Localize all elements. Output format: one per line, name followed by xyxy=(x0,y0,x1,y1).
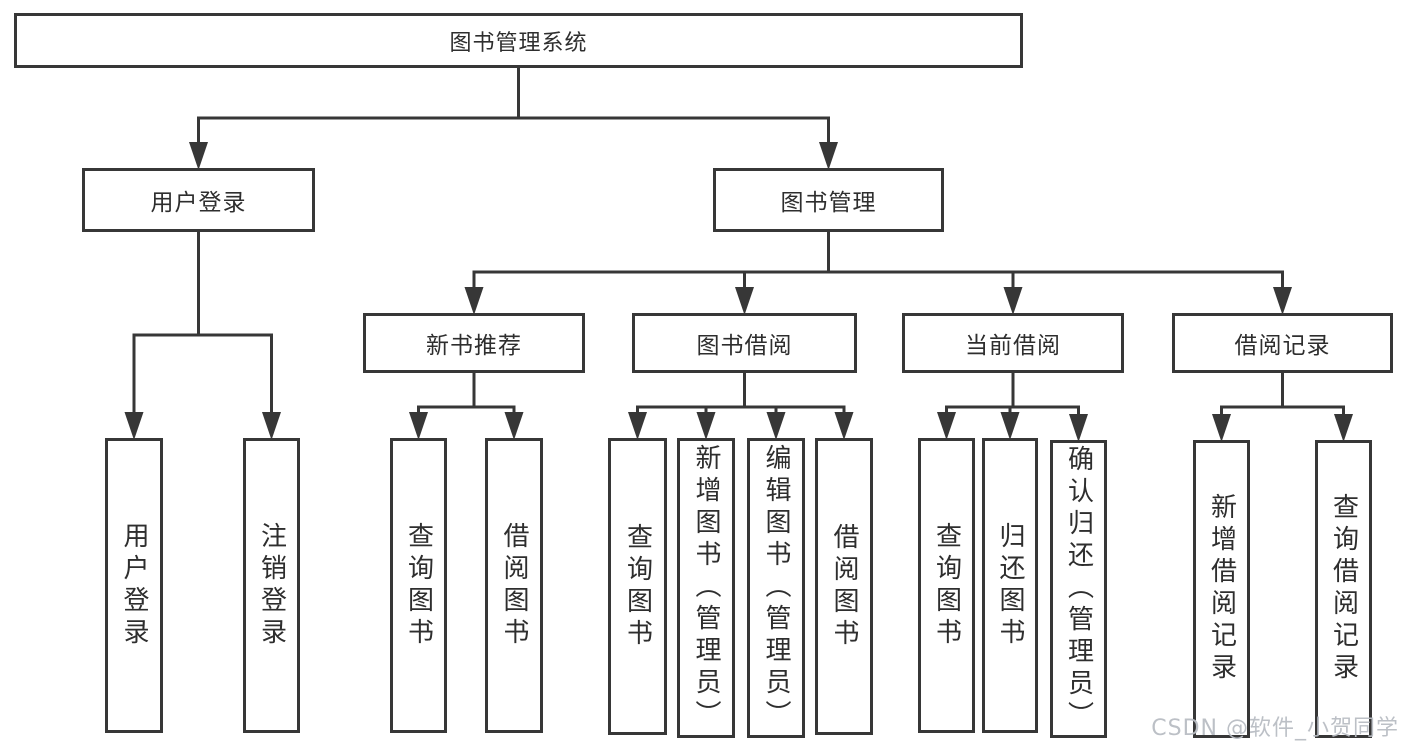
node-do-login: 用户登录 xyxy=(105,438,163,733)
node-label-bb-add: 新增图书（管理员） xyxy=(691,444,721,732)
node-br-query: 查询借阅记录 xyxy=(1315,440,1372,738)
node-label-nbr-query: 查询图书 xyxy=(403,521,434,650)
node-label-cb-return: 归还图书 xyxy=(995,521,1025,650)
node-label-bb-query: 查询图书 xyxy=(622,522,653,651)
node-cb-query: 查询图书 xyxy=(918,438,975,733)
node-new-book-rec: 新书推荐 xyxy=(363,313,585,373)
node-label-br-query: 查询借阅记录 xyxy=(1328,493,1359,685)
node-label-book-borrow: 图书借阅 xyxy=(696,333,793,359)
node-book-mgmt: 图书管理 xyxy=(713,168,944,232)
node-cb-confirm: 确认归还（管理员） xyxy=(1050,440,1107,738)
node-label-bb-borrow: 借阅图书 xyxy=(829,522,859,651)
node-label-do-login: 用户登录 xyxy=(119,521,149,650)
node-label-book-mgmt: 图书管理 xyxy=(780,190,877,216)
node-nbr-query: 查询图书 xyxy=(390,438,447,733)
node-bb-borrow: 借阅图书 xyxy=(815,438,873,735)
node-cb-return: 归还图书 xyxy=(982,438,1038,733)
node-system: 图书管理系统 xyxy=(14,13,1023,68)
node-label-logout: 注销登录 xyxy=(256,521,287,650)
node-label-user-login: 用户登录 xyxy=(150,190,247,216)
node-logout: 注销登录 xyxy=(243,438,300,733)
node-br-add: 新增借阅记录 xyxy=(1193,440,1250,738)
node-nbr-borrow: 借阅图书 xyxy=(485,438,543,733)
node-label-bb-edit: 编辑图书（管理员） xyxy=(761,444,791,732)
node-bb-add: 新增图书（管理员） xyxy=(677,438,735,738)
node-label-current-borrow: 当前借阅 xyxy=(965,333,1061,359)
node-borrow-records: 借阅记录 xyxy=(1172,313,1393,373)
node-label-br-add: 新增借阅记录 xyxy=(1206,493,1237,685)
watermark: CSDN @软件_小贺同学 xyxy=(1151,716,1399,741)
node-label-borrow-records: 借阅记录 xyxy=(1234,333,1331,359)
node-bb-query: 查询图书 xyxy=(608,438,667,735)
node-bb-edit: 编辑图书（管理员） xyxy=(747,438,805,738)
node-label-cb-query: 查询图书 xyxy=(931,521,962,650)
node-label-system: 图书管理系统 xyxy=(449,30,588,56)
node-user-login: 用户登录 xyxy=(82,168,315,232)
node-label-nbr-borrow: 借阅图书 xyxy=(499,521,529,650)
node-label-new-book-rec: 新书推荐 xyxy=(426,333,522,359)
node-current-borrow: 当前借阅 xyxy=(902,313,1124,373)
node-book-borrow: 图书借阅 xyxy=(632,313,857,373)
node-label-cb-confirm: 确认归还（管理员） xyxy=(1063,445,1094,733)
